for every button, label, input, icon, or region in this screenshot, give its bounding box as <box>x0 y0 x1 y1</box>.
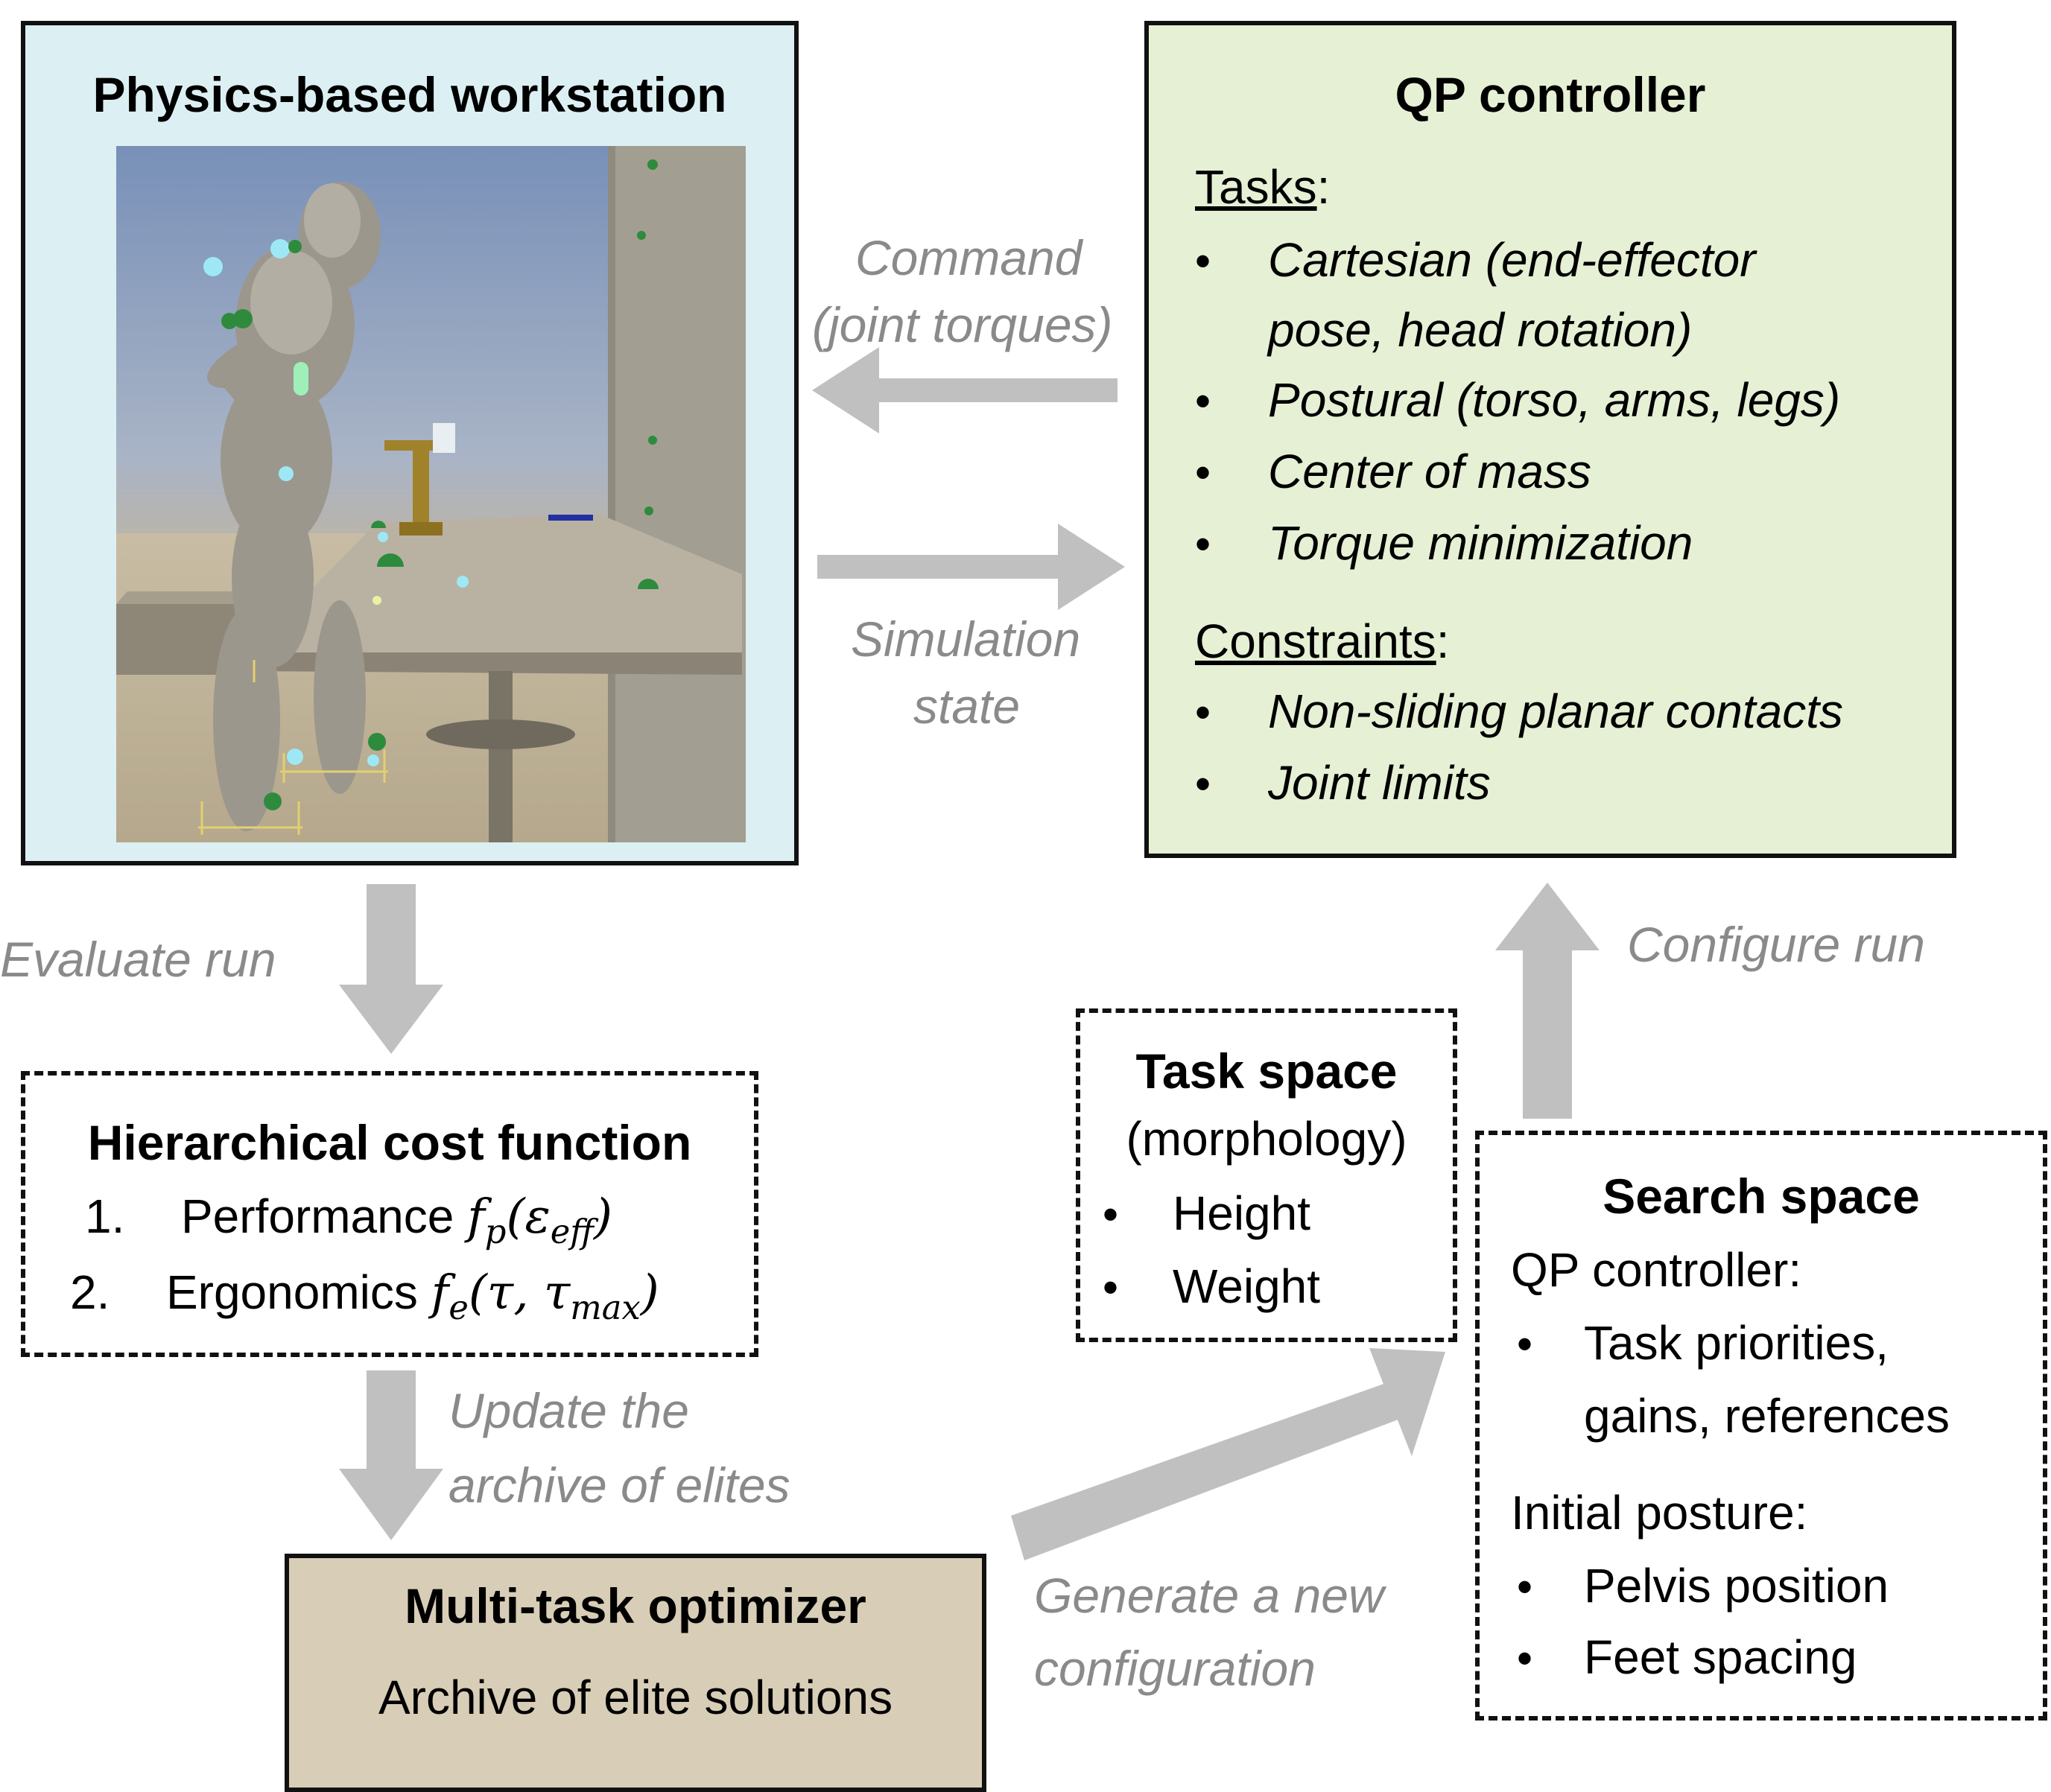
bullet-icon: • <box>1517 1319 1533 1369</box>
configure-run-label: Configure run <box>1627 917 1925 972</box>
evaluate-run-arrow <box>339 884 443 1054</box>
task-item-com: Center of mass <box>1268 445 1591 498</box>
update-archive-arrow <box>339 1370 443 1540</box>
search-qp-item-priorities: Task priorities, <box>1584 1316 1889 1370</box>
optimizer-panel: Multi-task optimizer Archive of elite so… <box>285 1554 986 1792</box>
optimizer-subtitle: Archive of elite solutions <box>378 1671 893 1724</box>
search-qp-heading: QP controller: <box>1511 1243 1802 1297</box>
workstation-panel: Physics-based workstation <box>21 21 799 865</box>
bullet-icon: • <box>1195 519 1211 569</box>
qp-controller-title: QP controller <box>1395 67 1706 122</box>
simulation-state-label-2: state <box>913 679 1021 734</box>
constraint-item-joint-limits: Joint limits <box>1268 756 1491 810</box>
bullet-icon: • <box>1195 759 1211 809</box>
cost-item-number: 1. <box>85 1189 125 1243</box>
cost-function-panel: Hierarchical cost function 1. Performanc… <box>21 1071 758 1357</box>
configure-run-arrow <box>1495 883 1600 1119</box>
command-label: Command <box>855 230 1082 285</box>
ergonomics-formula: fe(τ, τmax) <box>431 1265 659 1327</box>
generate-label-2: configuration <box>1034 1641 1316 1696</box>
search-space-panel: Search space QP controller: • Task prior… <box>1475 1131 2047 1720</box>
cost-item-performance: 1. Performance fp(εeff) <box>85 1189 612 1251</box>
cost-item-label: Ergonomics <box>165 1265 418 1319</box>
search-space-title: Search space <box>1603 1169 1920 1224</box>
bullet-icon: • <box>1517 1633 1533 1683</box>
task-space-item-height: Height <box>1173 1186 1310 1240</box>
task-item-torque: Torque minimization <box>1268 516 1693 570</box>
task-item-cartesian-cont: pose, head rotation) <box>1268 303 1693 357</box>
task-space-subtitle: (morphology) <box>1126 1112 1407 1166</box>
task-space-panel: Task space (morphology) • Height • Weigh… <box>1076 1008 1457 1342</box>
update-label-2: archive of elites <box>448 1458 790 1513</box>
search-posture-item-pelvis: Pelvis position <box>1584 1559 1889 1613</box>
optimizer-title: Multi-task optimizer <box>405 1578 866 1633</box>
tasks-heading: Tasks: <box>1195 160 1331 214</box>
cost-function-title: Hierarchical cost function <box>87 1115 692 1170</box>
cost-item-number: 2. <box>70 1265 110 1319</box>
bullet-icon: • <box>1195 236 1211 286</box>
task-item-postural: Postural (torso, arms, legs) <box>1268 373 1841 427</box>
search-qp-item-gains: gains, references <box>1584 1389 1950 1443</box>
command-label-2: (joint torques) <box>812 297 1113 352</box>
bullet-icon: • <box>1195 448 1211 498</box>
cost-item-label: Performance <box>180 1189 454 1243</box>
constraint-item-contacts: Non-sliding planar contacts <box>1268 684 1843 738</box>
update-label: Update the <box>448 1383 689 1438</box>
qp-controller-panel: QP controller Tasks: • Cartesian (end-ef… <box>1144 21 1956 858</box>
simulation-image <box>116 146 746 842</box>
simulation-state-arrow <box>817 524 1125 610</box>
bullet-icon: • <box>1195 376 1211 426</box>
simulation-state-label: Simulation <box>851 611 1081 667</box>
evaluate-run-label: Evaluate run <box>0 932 276 987</box>
task-space-title: Task space <box>1135 1043 1398 1099</box>
task-item-cartesian: Cartesian (end-effector <box>1268 233 1756 287</box>
bullet-icon: • <box>1195 687 1211 737</box>
generate-label: Generate a new <box>1034 1568 1384 1623</box>
bullet-icon: • <box>1103 1262 1119 1312</box>
bullet-icon: • <box>1103 1189 1119 1239</box>
search-posture-item-feet: Feet spacing <box>1584 1630 1857 1684</box>
performance-formula: fp(εeff) <box>467 1189 612 1251</box>
bullet-icon: • <box>1517 1562 1533 1612</box>
search-posture-heading: Initial posture: <box>1511 1486 1808 1540</box>
cost-item-ergonomics: 2. Ergonomics fe(τ, τmax) <box>70 1265 659 1327</box>
constraints-heading: Constraints: <box>1195 614 1450 668</box>
workstation-title: Physics-based workstation <box>92 67 727 122</box>
generate-configuration-arrow <box>1011 1348 1445 1560</box>
task-space-item-weight: Weight <box>1173 1259 1321 1313</box>
command-arrow <box>812 347 1118 433</box>
